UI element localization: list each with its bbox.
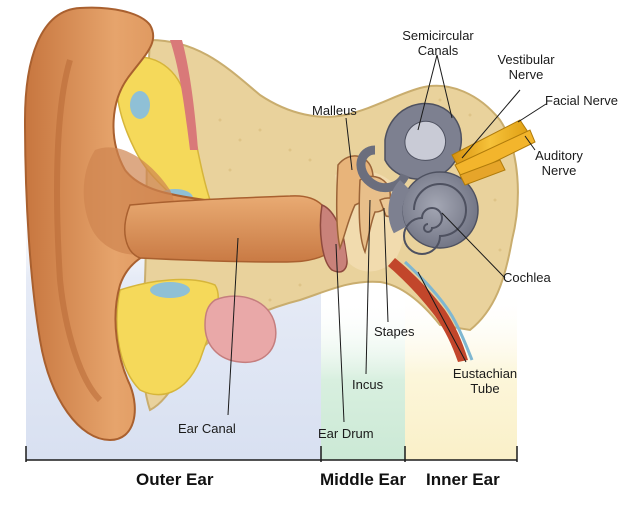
incus [358, 175, 392, 255]
nerves [451, 119, 536, 186]
section-outer-ear: Outer Ear [136, 470, 214, 489]
parotid-gland [204, 295, 277, 364]
label-vestibular-nerve: Vestibular Nerve [497, 52, 555, 82]
ear-canal [124, 195, 326, 263]
leader-lines [227, 54, 547, 423]
label-ear-drum: Ear Drum [318, 426, 374, 441]
label-stapes: Stapes [374, 324, 415, 339]
label-eustachian-tube: Eustachian Tube [452, 366, 518, 396]
cartilage-spot [150, 282, 190, 298]
bone-texture [218, 98, 502, 322]
cartilage-lower [116, 278, 219, 396]
label-facial-nerve: Facial Nerve [545, 93, 618, 108]
muscle-band [170, 40, 198, 150]
section-bracket [25, 446, 518, 462]
label-semicircular-canals: Semicircular Canals [402, 28, 474, 58]
pinna-fold [54, 59, 103, 403]
section-inner-ear: Inner Ear [426, 470, 500, 489]
label-malleus: Malleus [312, 103, 357, 118]
label-ear-canal: Ear Canal [178, 421, 236, 436]
eustachian-tube-lining [403, 260, 474, 361]
label-auditory-nerve: Auditory Nerve [535, 148, 583, 178]
section-middle-ear: Middle Ear [320, 470, 406, 489]
middle-ear-region [321, 300, 405, 460]
cartilage-spot [130, 91, 150, 119]
eustachian-tube [388, 258, 468, 362]
label-cochlea: Cochlea [503, 270, 551, 285]
label-incus: Incus [352, 377, 384, 392]
cochlea-shape [388, 171, 479, 255]
